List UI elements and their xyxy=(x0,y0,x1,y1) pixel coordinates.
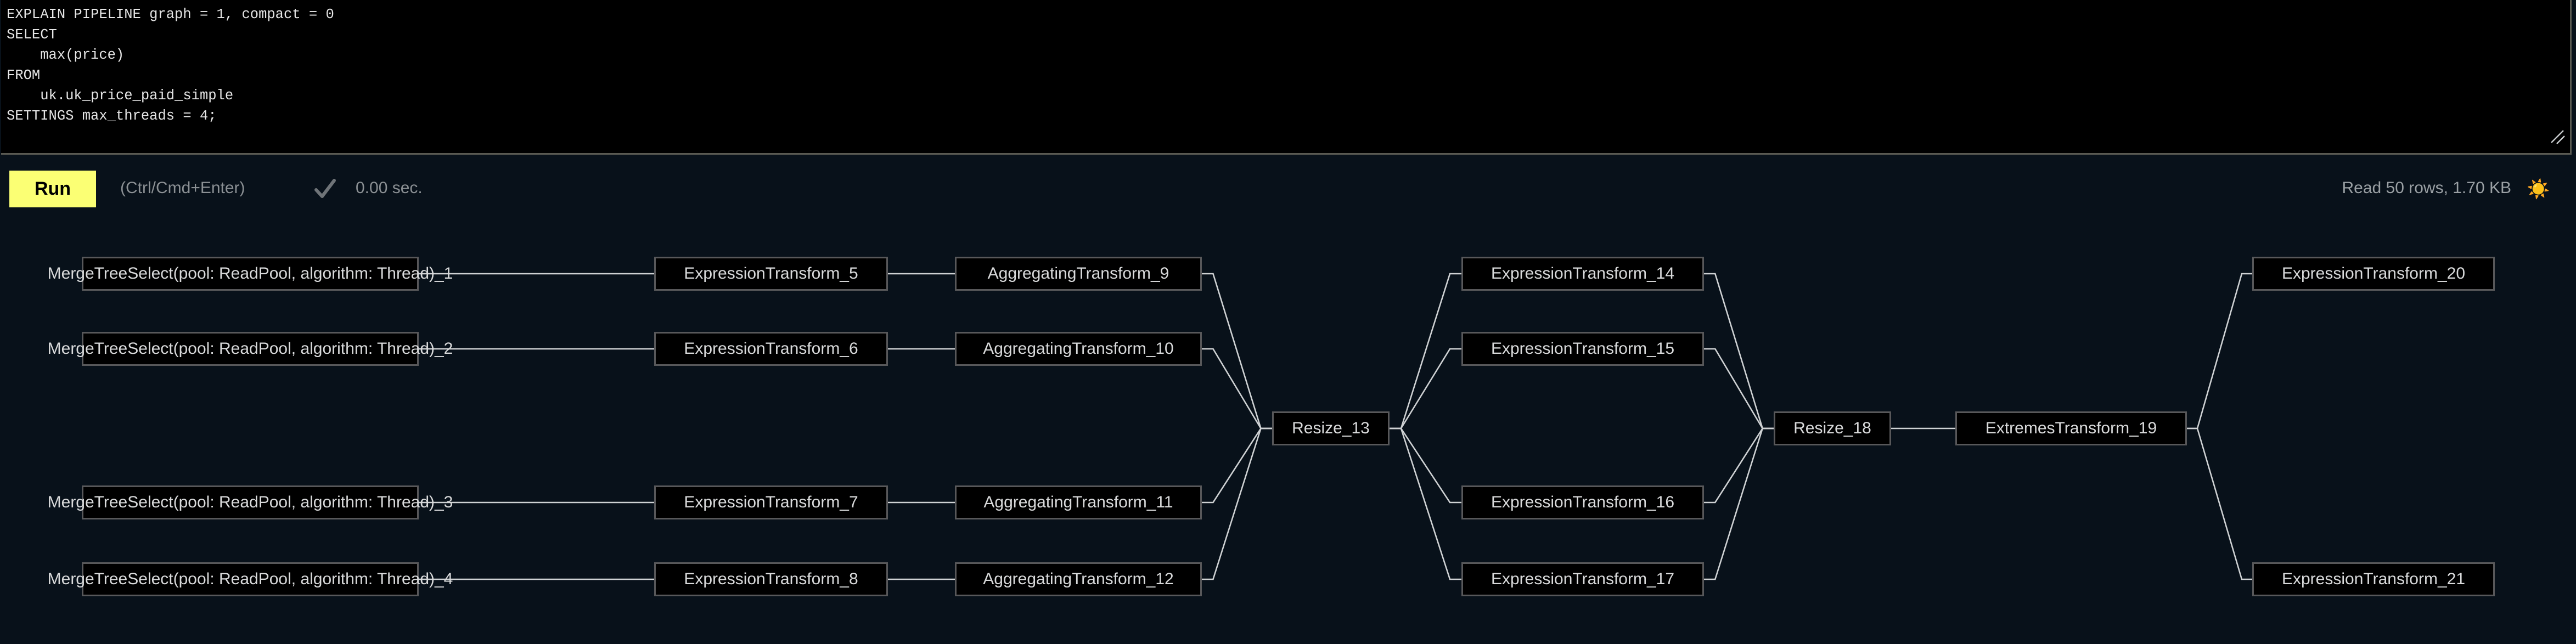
graph-node[interactable]: ExpressionTransform_6 xyxy=(654,332,888,366)
graph-edge xyxy=(1390,273,1461,430)
graph-node-label: ExpressionTransform_17 xyxy=(1491,570,1675,588)
graph-node[interactable]: AggregatingTransform_9 xyxy=(955,257,1202,291)
graph-edge xyxy=(1202,273,1272,430)
check-icon xyxy=(314,179,336,198)
graph-edge xyxy=(2187,273,2252,430)
graph-node[interactable]: ExpressionTransform_14 xyxy=(1461,257,1704,291)
graph-edge xyxy=(1704,427,1774,580)
graph-node-label: AggregatingTransform_10 xyxy=(983,340,1174,358)
graph-node-label: Resize_13 xyxy=(1292,419,1370,437)
sun-icon[interactable]: ☀️ xyxy=(2527,179,2550,200)
graph-node[interactable]: ExpressionTransform_7 xyxy=(654,485,888,519)
graph-node-label: ExpressionTransform_14 xyxy=(1491,264,1675,283)
graph-edge xyxy=(1390,348,1461,430)
graph-node-label: AggregatingTransform_12 xyxy=(983,570,1174,588)
graph-node[interactable]: ExpressionTransform_5 xyxy=(654,257,888,291)
graph-node-label: MergeTreeSelect(pool: ReadPool, algorith… xyxy=(47,570,453,588)
graph-node-label: Resize_18 xyxy=(1793,419,1871,437)
graph-edge xyxy=(1390,427,1461,504)
read-stats-label: Read 50 rows, 1.70 KB xyxy=(2342,179,2511,197)
graph-edge-layer xyxy=(419,273,2252,580)
graph-node[interactable]: ExpressionTransform_21 xyxy=(2252,562,2495,596)
sql-editor-panel xyxy=(0,0,2576,158)
query-toolbar: Run (Ctrl/Cmd+Enter) 0.00 sec. Read 50 r… xyxy=(0,160,2576,214)
elapsed-time-label: 0.00 sec. xyxy=(356,179,423,197)
graph-node-label: ExpressionTransform_8 xyxy=(684,570,858,588)
graph-node[interactable]: ExpressionTransform_17 xyxy=(1461,562,1704,596)
graph-node-label: MergeTreeSelect(pool: ReadPool, algorith… xyxy=(47,493,453,511)
graph-node-label: ExpressionTransform_6 xyxy=(684,340,858,358)
graph-node[interactable]: ExpressionTransform_15 xyxy=(1461,332,1704,366)
graph-node[interactable]: ExtremesTransform_19 xyxy=(1955,411,2187,445)
graph-node-label: ExpressionTransform_15 xyxy=(1491,340,1675,358)
graph-node-label: ExpressionTransform_16 xyxy=(1491,493,1675,511)
graph-node[interactable]: AggregatingTransform_10 xyxy=(955,332,1202,366)
keyboard-shortcut-hint: (Ctrl/Cmd+Enter) xyxy=(120,179,245,197)
graph-edge xyxy=(1704,427,1774,504)
graph-node-label: MergeTreeSelect(pool: ReadPool, algorith… xyxy=(47,340,453,358)
graph-node-label: ExpressionTransform_7 xyxy=(684,493,858,511)
sql-query-input[interactable] xyxy=(1,0,2572,155)
graph-node[interactable]: MergeTreeSelect(pool: ReadPool, algorith… xyxy=(48,485,453,519)
graph-node-label: ExpressionTransform_5 xyxy=(684,264,858,283)
graph-node[interactable]: ExpressionTransform_8 xyxy=(654,562,888,596)
graph-node-label: AggregatingTransform_9 xyxy=(987,264,1169,283)
graph-node-label: ExtremesTransform_19 xyxy=(1985,419,2157,437)
graph-edge xyxy=(1390,427,1461,580)
graph-node[interactable]: AggregatingTransform_11 xyxy=(955,485,1202,519)
graph-node-label: MergeTreeSelect(pool: ReadPool, algorith… xyxy=(47,264,453,283)
graph-node-label: ExpressionTransform_21 xyxy=(2281,570,2466,588)
graph-edge xyxy=(2187,427,2252,580)
graph-edge xyxy=(1704,273,1774,430)
pipeline-graph: MergeTreeSelect(pool: ReadPool, algorith… xyxy=(0,214,2576,644)
graph-edge xyxy=(1202,427,1272,504)
graph-node[interactable]: MergeTreeSelect(pool: ReadPool, algorith… xyxy=(48,332,453,366)
graph-node[interactable]: MergeTreeSelect(pool: ReadPool, algorith… xyxy=(48,562,453,596)
graph-node-label: AggregatingTransform_11 xyxy=(983,493,1173,511)
graph-edge xyxy=(1704,348,1774,430)
graph-node[interactable]: MergeTreeSelect(pool: ReadPool, algorith… xyxy=(48,257,453,291)
graph-node-label: ExpressionTransform_20 xyxy=(2281,264,2466,283)
graph-node[interactable]: Resize_13 xyxy=(1272,411,1390,445)
graph-node[interactable]: Resize_18 xyxy=(1774,411,1891,445)
graph-node[interactable]: ExpressionTransform_20 xyxy=(2252,257,2495,291)
run-button[interactable]: Run xyxy=(9,171,96,207)
graph-edge xyxy=(1202,427,1272,580)
graph-edge xyxy=(1202,348,1272,430)
graph-node[interactable]: AggregatingTransform_12 xyxy=(955,562,1202,596)
graph-node[interactable]: ExpressionTransform_16 xyxy=(1461,485,1704,519)
